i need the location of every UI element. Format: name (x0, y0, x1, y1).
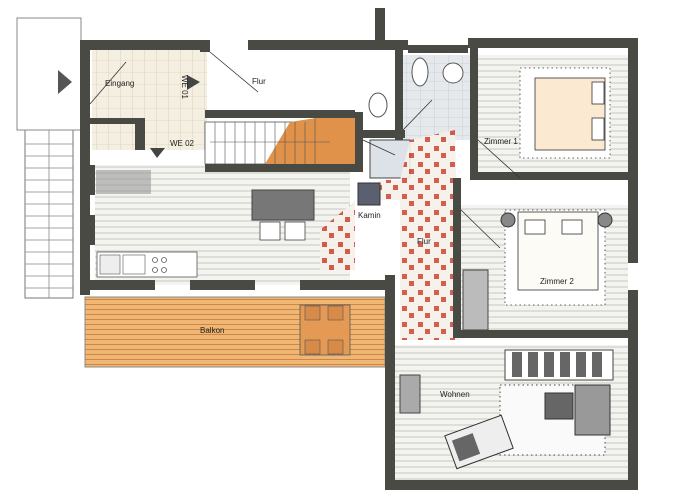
lamp-icon (500, 212, 516, 228)
label-flur-top: Flur (252, 77, 266, 86)
stove-icon (152, 257, 167, 273)
label-we01: WE 01 (180, 75, 189, 100)
interior-staircase (204, 112, 356, 165)
we01-arrow-icon (187, 75, 200, 90)
entrance-floor (92, 50, 207, 150)
label-zimmer1: Zimmer 1 (484, 137, 518, 146)
label-kamin: Kamin (358, 211, 381, 220)
lamp-icon (597, 212, 613, 228)
exterior-stair (16, 17, 82, 299)
fireplace-icon (357, 182, 381, 206)
label-flur-center: Flur (417, 237, 431, 246)
door-swings (89, 51, 521, 249)
bed-zimmer2 (500, 209, 613, 306)
walls (80, 8, 638, 490)
label-we02: WE 02 (170, 139, 195, 148)
label-eingang: Eingang (105, 79, 135, 88)
we02-arrow-icon (150, 148, 165, 158)
upper-flur-floor (210, 52, 360, 112)
bathroom-floor (400, 55, 475, 140)
entry-arrow-icon (58, 70, 72, 94)
central-flur-floor (320, 130, 460, 340)
toilet-icon (411, 57, 429, 87)
label-balkon: Balkon (200, 326, 225, 335)
label-zimmer2: Zimmer 2 (540, 277, 574, 286)
sink-icon (99, 254, 121, 275)
toilet-icon (368, 92, 388, 118)
cabinet-unit (96, 170, 151, 194)
washbasin-icon (442, 62, 464, 84)
label-wohnen: Wohnen (440, 390, 470, 399)
balcony (84, 296, 386, 368)
dining-table (251, 189, 315, 241)
bed-zimmer1 (519, 67, 611, 159)
living-furniture (399, 349, 614, 470)
kitchen-counter (96, 251, 198, 278)
wardrobe (462, 269, 489, 331)
